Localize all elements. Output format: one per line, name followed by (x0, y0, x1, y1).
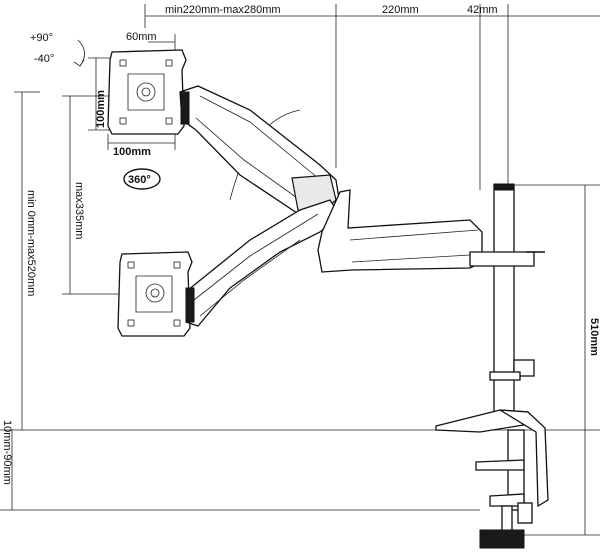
tilt-up-label: +90° (30, 32, 53, 44)
dimension-lines (0, 4, 600, 536)
pole-assembly (469, 183, 545, 414)
vesa-width-label: 100mm (113, 146, 151, 158)
upper-vesa-plate (107, 49, 187, 135)
top-reach-label: min220mm-max280mm (165, 4, 281, 16)
pole-offset-label: 42mm (467, 4, 498, 16)
extension-arm (317, 189, 483, 273)
upper-arm (179, 85, 341, 221)
height-range-label: min 0mm-max520mm (25, 190, 37, 296)
rotation-label: 360° (128, 174, 151, 186)
lower-vesa-plate (117, 251, 193, 337)
pole-height-label: 510mm (588, 318, 600, 356)
vesa-height-label: 100mm (95, 90, 107, 128)
arm-length-label: 220mm (382, 4, 419, 16)
vesa-offset-label: 60mm (126, 31, 157, 43)
clamp-range-label: 10mm-90mm (1, 420, 13, 485)
vertical-range-label: max335mm (73, 182, 85, 239)
desk-clamp (435, 409, 549, 549)
tilt-down-label: -40° (34, 53, 54, 65)
lower-arm (185, 199, 341, 327)
rotation-badge: 360° (123, 168, 161, 190)
